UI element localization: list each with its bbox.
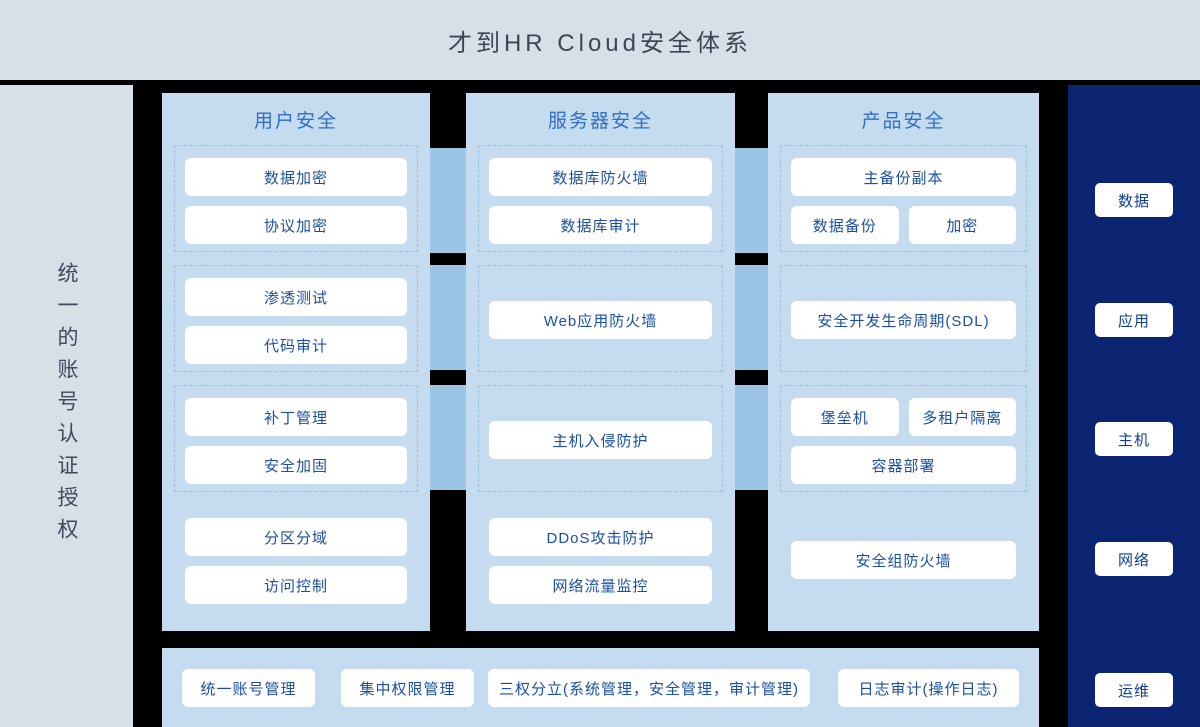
chip-patch-management[interactable]: 补丁管理 <box>185 398 407 436</box>
bchip-separation-of-three-powers[interactable]: 三权分立(系统管理，安全管理，审计管理) <box>488 669 810 707</box>
chip-data-backup[interactable]: 数据备份 <box>791 206 899 244</box>
rail-chip-network[interactable]: 网络 <box>1095 542 1173 576</box>
group-1-1: 数据加密 协议加密 <box>174 145 418 252</box>
bridge-col2-col3-row2 <box>735 265 768 370</box>
group-2-2: Web应用防火墙 <box>478 265 723 372</box>
chip-security-hardening[interactable]: 安全加固 <box>185 446 407 484</box>
group-2-1: 数据库防火墙 数据库审计 <box>478 145 723 252</box>
rail-chip-operations[interactable]: 运维 <box>1095 673 1173 707</box>
chip-bastion-host[interactable]: 堡垒机 <box>791 398 899 436</box>
right-rail: 数据 应用 主机 网络 运维 <box>1068 85 1200 727</box>
group-1-2: 渗透测试 代码审计 <box>174 265 418 372</box>
column-product-security: 产品安全 主备份副本 数据备份 加密 安全开发生命周期(SDL) 堡垒机 多租户… <box>768 93 1039 631</box>
chip-sdl[interactable]: 安全开发生命周期(SDL) <box>791 301 1016 339</box>
chip-data-encryption[interactable]: 数据加密 <box>185 158 407 196</box>
chip-penetration-test[interactable]: 渗透测试 <box>185 278 407 316</box>
group-1-4: 分区分域 访问控制 <box>174 505 418 612</box>
chip-security-group-firewall[interactable]: 安全组防火墙 <box>791 541 1016 579</box>
bridge-col2-col3-row1 <box>735 148 768 253</box>
column-title: 服务器安全 <box>547 110 653 132</box>
column-user-security: 用户安全 数据加密 协议加密 渗透测试 代码审计 补丁管理 安全加固 分区分域 … <box>162 93 430 631</box>
rail-chip-host[interactable]: 主机 <box>1095 422 1173 456</box>
bridge-col2-col3-row3 <box>735 385 768 490</box>
group-3-1: 主备份副本 数据备份 加密 <box>780 145 1027 252</box>
chip-db-audit[interactable]: 数据库审计 <box>489 206 712 244</box>
bridge-col1-col2-row1 <box>430 148 466 253</box>
bchip-unified-account-management[interactable]: 统一账号管理 <box>182 669 315 707</box>
chip-db-firewall[interactable]: 数据库防火墙 <box>489 158 712 196</box>
chip-waf[interactable]: Web应用防火墙 <box>489 301 712 339</box>
group-3-3: 堡垒机 多租户隔离 容器部署 <box>780 385 1027 492</box>
bridge-col1-col2-row2 <box>430 265 466 370</box>
rail-chip-data[interactable]: 数据 <box>1095 183 1173 217</box>
column-title: 产品安全 <box>861 110 946 132</box>
bchip-centralized-permission-management[interactable]: 集中权限管理 <box>341 669 474 707</box>
bchip-log-audit[interactable]: 日志审计(操作日志) <box>838 669 1019 707</box>
chip-network-traffic-monitor[interactable]: 网络流量监控 <box>489 566 712 604</box>
chip-access-control[interactable]: 访问控制 <box>185 566 407 604</box>
chip-code-audit[interactable]: 代码审计 <box>185 326 407 364</box>
column-title: 用户安全 <box>253 110 338 132</box>
chip-multi-tenant-isolation[interactable]: 多租户隔离 <box>908 398 1016 436</box>
group-1-3: 补丁管理 安全加固 <box>174 385 418 492</box>
chip-host-intrusion-protection[interactable]: 主机入侵防护 <box>489 421 712 459</box>
page-title: 才到HR Cloud安全体系 <box>447 29 753 57</box>
column-server-security: 服务器安全 数据库防火墙 数据库审计 Web应用防火墙 主机入侵防护 DDoS攻… <box>466 93 735 631</box>
chip-zone-partition[interactable]: 分区分域 <box>185 518 407 556</box>
chip-protocol-encryption[interactable]: 协议加密 <box>185 206 407 244</box>
group-2-4: DDoS攻击防护 网络流量监控 <box>478 505 723 612</box>
chip-ddos-protection[interactable]: DDoS攻击防护 <box>489 518 712 556</box>
header-banner: 才到HR Cloud安全体系 <box>0 0 1200 80</box>
bottom-bar: 统一账号管理 集中权限管理 三权分立(系统管理，安全管理，审计管理) 日志审计(… <box>162 648 1039 727</box>
bridge-col1-col2-row3 <box>430 385 466 490</box>
group-2-3: 主机入侵防护 <box>478 385 723 492</box>
chip-primary-backup-replica[interactable]: 主备份副本 <box>791 158 1016 196</box>
group-3-2: 安全开发生命周期(SDL) <box>780 265 1027 372</box>
left-rail-label: 统一的账号认证授权 <box>55 262 78 550</box>
group-3-4: 安全组防火墙 <box>780 505 1027 612</box>
left-rail: 统一的账号认证授权 <box>0 85 133 727</box>
rail-chip-application[interactable]: 应用 <box>1095 303 1173 337</box>
chip-encryption[interactable]: 加密 <box>908 206 1016 244</box>
chip-container-deployment[interactable]: 容器部署 <box>791 446 1016 484</box>
